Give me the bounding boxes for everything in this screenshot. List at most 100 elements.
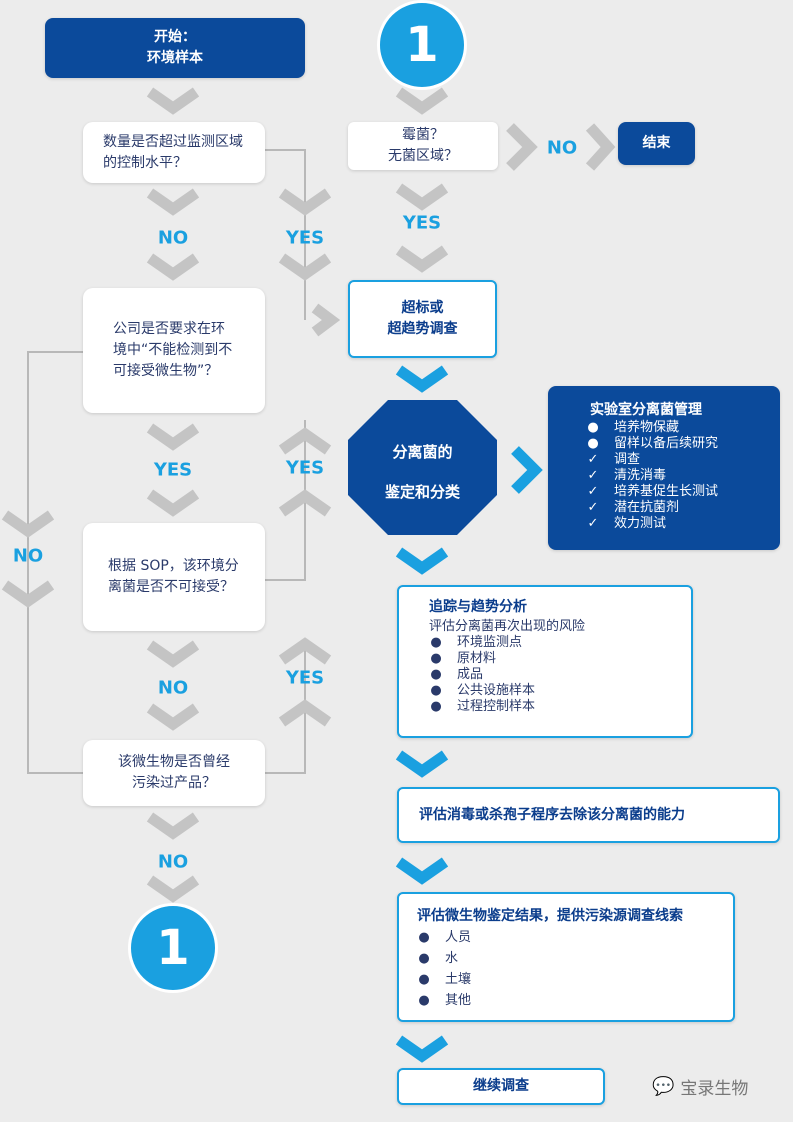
chevron-down-blue [395, 365, 449, 393]
oos-line2: 超趋势调查 [387, 321, 458, 337]
list-item-text: 水 [445, 951, 459, 966]
list-item-text: 其他 [445, 993, 472, 1008]
identify-line1: 分离菌的 [392, 443, 453, 461]
list-item: ✓效力测试 [586, 516, 780, 532]
chevron-down [146, 253, 200, 281]
lab-isolate-management-box: 实验室分离菌管理 ●培养物保藏●留样以备后续研究✓调查✓清洗消毒✓培养基促生长测… [548, 386, 780, 550]
chevron-down [1, 580, 55, 608]
watermark-text: 宝录生物 [680, 1079, 749, 1099]
list-item-text: 公共设施样本 [457, 683, 536, 698]
label-yes: YES [153, 459, 193, 481]
label-no: NO [546, 137, 578, 159]
bullet-icon: ✓ [587, 484, 599, 499]
lab-title: 实验室分离菌管理 [590, 402, 702, 418]
list-item: ●留样以备后续研究 [586, 436, 780, 452]
bullet-icon: ✓ [587, 500, 599, 515]
bullet-icon: ● [430, 635, 442, 650]
chevron-down-blue [395, 1035, 449, 1063]
chevron-down [146, 87, 200, 115]
bullet-icon: ● [418, 930, 430, 945]
list-item: ●过程控制样本 [429, 699, 691, 715]
list-item: ● 培养物保藏 [586, 420, 780, 436]
chevron-down-blue [395, 750, 449, 778]
chevron-down [146, 875, 200, 903]
chevron-down-blue [395, 547, 449, 575]
chevron-down [1, 510, 55, 538]
chevron-right [506, 123, 538, 171]
start-line1: 开始： [154, 29, 196, 45]
chevron-up [278, 489, 332, 517]
identify-line2: 鉴定和分类 [384, 483, 460, 501]
start-line2: 环境样本 [147, 50, 203, 66]
chevron-down [395, 87, 449, 115]
list-item: ● 环境监测点 [429, 635, 691, 651]
list-item-text: 培养物保藏 [614, 420, 680, 435]
list-item-text: 留样以备后续研究 [614, 436, 719, 451]
wechat-icon: 💬 [652, 1076, 675, 1097]
continue-investigation-box: 继续调查 [397, 1068, 605, 1105]
oos-line1: 超标或 [401, 300, 444, 316]
bullet-icon: ● [418, 972, 430, 987]
list-item: ●水 [417, 948, 733, 969]
question-company-requirement: 公司是否要求在环境中“不能检测到不可接受微生物”？ [83, 288, 265, 413]
lab-list: ●培养物保藏●留样以备后续研究✓调查✓清洗消毒✓培养基促生长测试✓潜在抗菌剂✓效… [586, 420, 780, 532]
list-item-text: 清洗消毒 [614, 468, 667, 483]
bullet-icon: ● [430, 651, 442, 666]
line-q2-no [27, 351, 83, 774]
label-yes: YES [402, 212, 442, 234]
chevron-down-blue [395, 857, 449, 885]
start-box: 开始： 环境样本 [45, 18, 305, 78]
connector-circle-top: 1 [377, 0, 467, 90]
chevron-down [146, 640, 200, 668]
list-item-text: 培养基促生长测试 [614, 484, 719, 499]
question-mold: 霉菌？ 无菌区域？ [348, 122, 498, 170]
chevron-right [585, 123, 616, 171]
list-item-text: 土壤 [445, 972, 472, 987]
end-box: 结束 [618, 122, 695, 165]
label-no: NO [157, 851, 189, 873]
source-evaluation-box: 评估微生物鉴定结果，提供污染源调查线索 ●人员●水●土壤●其他 [397, 892, 735, 1022]
list-item-text: 成品 [457, 667, 484, 682]
bullet-icon: ● [587, 420, 599, 435]
label-yes: YES [285, 227, 325, 249]
disinfection-evaluation-box: 评估消毒或杀孢子程序去除该分离菌的能力 [397, 787, 780, 843]
list-item-text: 环境监测点 [457, 635, 523, 650]
bullet-icon: ● [430, 667, 442, 682]
chevron-right-blue [511, 446, 543, 494]
identify-text: 分离菌的 鉴定和分类 [348, 432, 497, 512]
trend-title: 追踪与趋势分析 [429, 599, 527, 615]
list-item-text: 效力测试 [614, 516, 667, 531]
trend-analysis-box: 追踪与趋势分析 评估分离菌再次出现的风险 ● 环境监测点 ● 原材料 ● 成品●公共设施样… [397, 585, 693, 738]
label-yes: YES [285, 457, 325, 479]
chevron-down [146, 423, 200, 451]
line-yes-up [265, 420, 306, 581]
line-q4-yes [265, 640, 306, 774]
chevron-down [395, 245, 449, 273]
chevron-up [278, 699, 332, 727]
chevron-right [311, 303, 341, 337]
trend-subtitle: 评估分离菌再次出现的风险 [429, 619, 586, 634]
label-no: NO [157, 227, 189, 249]
list-item: ● 其他 [417, 990, 733, 1011]
list-item-text: 原材料 [457, 651, 497, 666]
list-item-text: 潜在抗菌剂 [614, 500, 680, 515]
bullet-icon: ● [418, 993, 430, 1008]
bullet-icon: ✓ [587, 452, 599, 467]
list-item-text: 人员 [445, 930, 472, 945]
list-item: ●公共设施样本 [429, 683, 691, 699]
chevron-up [278, 427, 332, 455]
source-list: ● 人员 ●水 ● 土壤 ● 其他 [417, 927, 733, 1011]
list-item: ● 人员 [417, 927, 733, 948]
question-contaminated: 该微生物是否曾经污染过产品？ [83, 740, 265, 806]
list-item: ✓调查 [586, 452, 780, 468]
list-item: ✓ 培养基促生长测试 [586, 484, 780, 500]
chevron-down [395, 183, 449, 211]
question-sop: 根据 SOP，该环境分离菌是否不可接受？ [83, 523, 265, 631]
bullet-icon: ✓ [587, 468, 599, 483]
list-item: ● 原材料 [429, 651, 691, 667]
oos-investigation-box: 超标或 超趋势调查 [348, 280, 497, 358]
list-item: ● 成品 [429, 667, 691, 683]
chevron-down [278, 253, 332, 281]
list-item: ● 土壤 [417, 969, 733, 990]
